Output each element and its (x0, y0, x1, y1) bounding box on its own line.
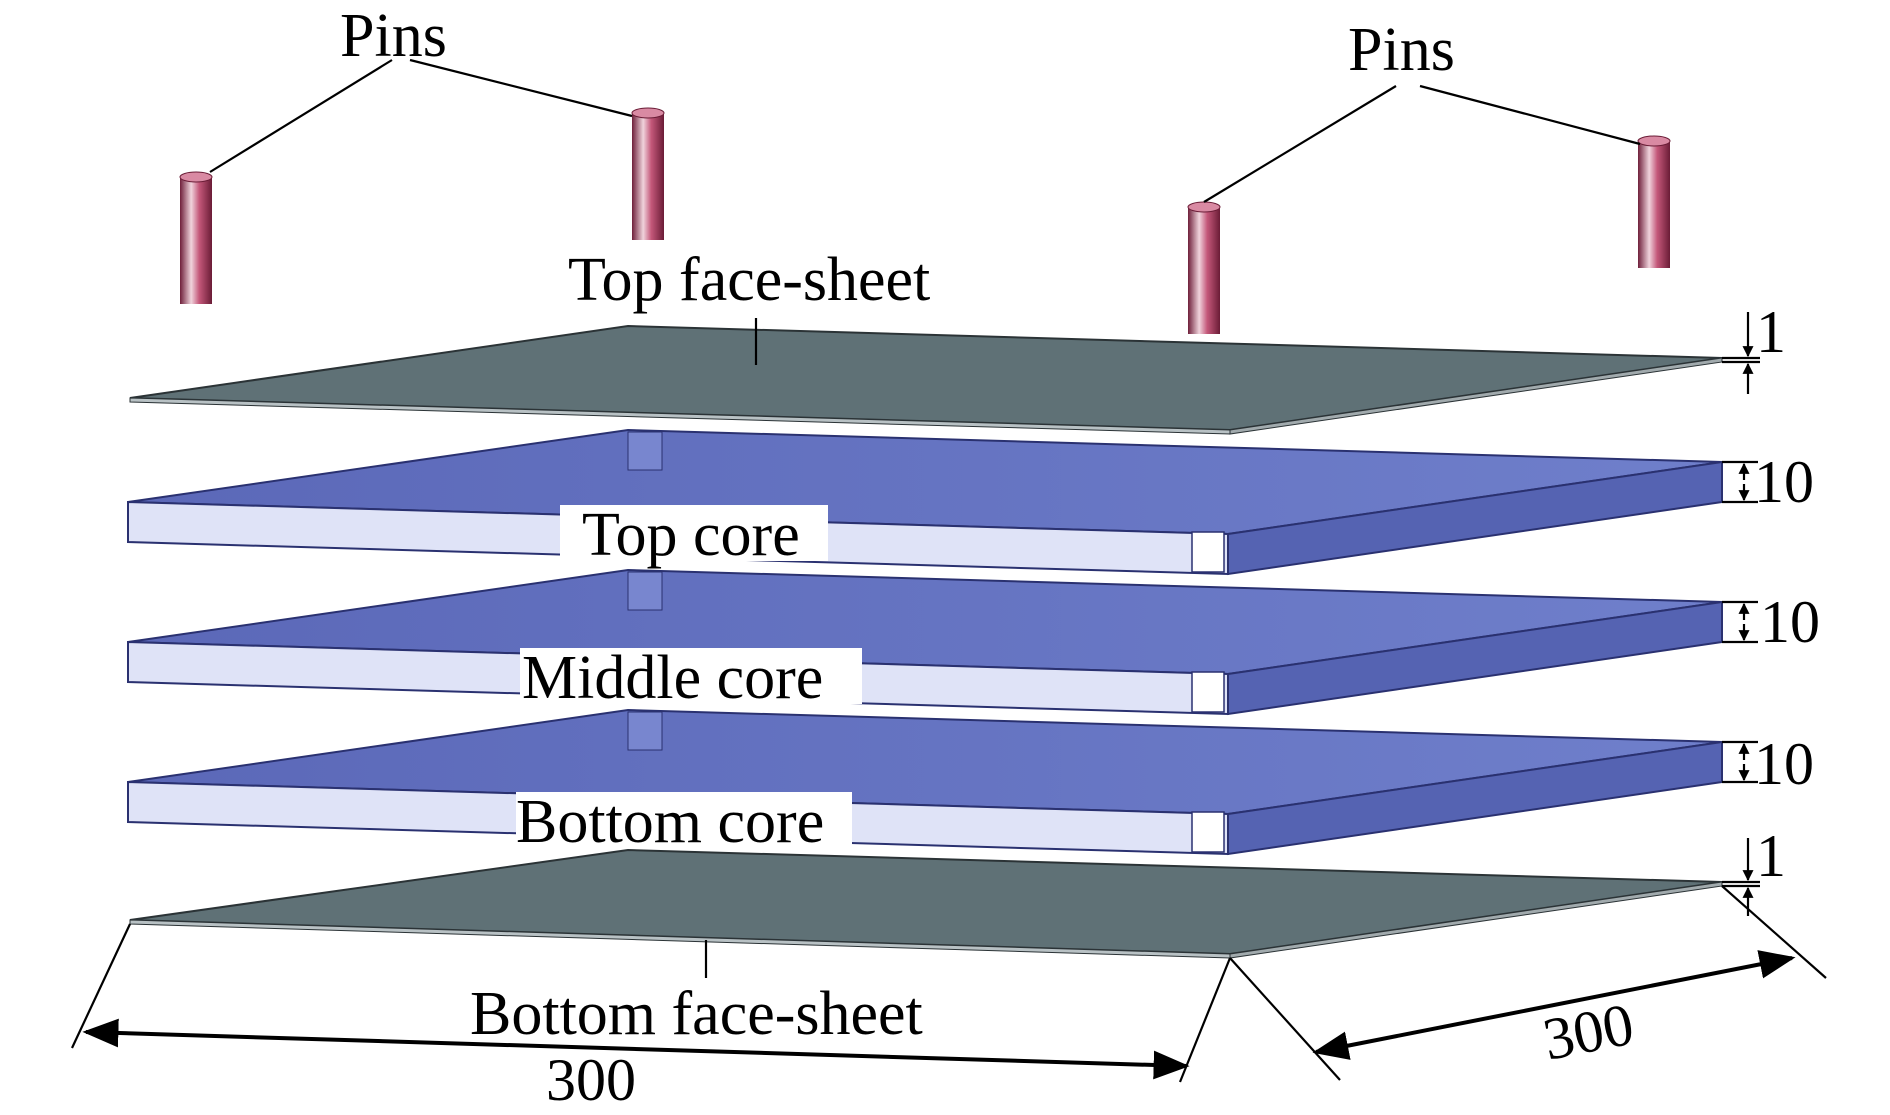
dim-length: 300 (546, 1047, 636, 1113)
middle-core (127, 568, 1723, 716)
bottom-core (127, 708, 1723, 856)
dim-middle-core-thickness: 10 (1760, 589, 1820, 655)
dim-width: 300 (1538, 991, 1639, 1073)
pins-label-right: Pins (1348, 16, 1455, 84)
dim-bottom-sheet-thickness: 1 (1756, 823, 1786, 889)
length-dimension (71, 923, 1232, 1083)
dim-top-core-thickness: 10 (1754, 449, 1814, 515)
top-face-sheet (129, 318, 1723, 435)
pin-right-2 (1637, 135, 1671, 268)
bottom-core-label: Bottom core (516, 788, 824, 856)
pins-label-left: Pins (340, 2, 447, 70)
thickness-dims (1722, 312, 1760, 916)
dim-bottom-core-thickness: 10 (1754, 731, 1814, 797)
top-core-label: Top core (582, 501, 800, 569)
width-dimension (1229, 885, 1827, 1081)
bottom-face-sheet-label: Bottom face-sheet (470, 980, 923, 1048)
dim-top-sheet-thickness: 1 (1756, 299, 1786, 365)
bottom-face-sheet (129, 848, 1723, 978)
middle-core-label: Middle core (522, 644, 823, 712)
pin-left-2 (631, 107, 665, 240)
top-face-sheet-label: Top face-sheet (568, 246, 930, 314)
pins-leaders (209, 58, 1641, 203)
pin-right-1 (1187, 201, 1221, 334)
top-core (127, 428, 1723, 576)
pin-left-1 (179, 171, 213, 304)
